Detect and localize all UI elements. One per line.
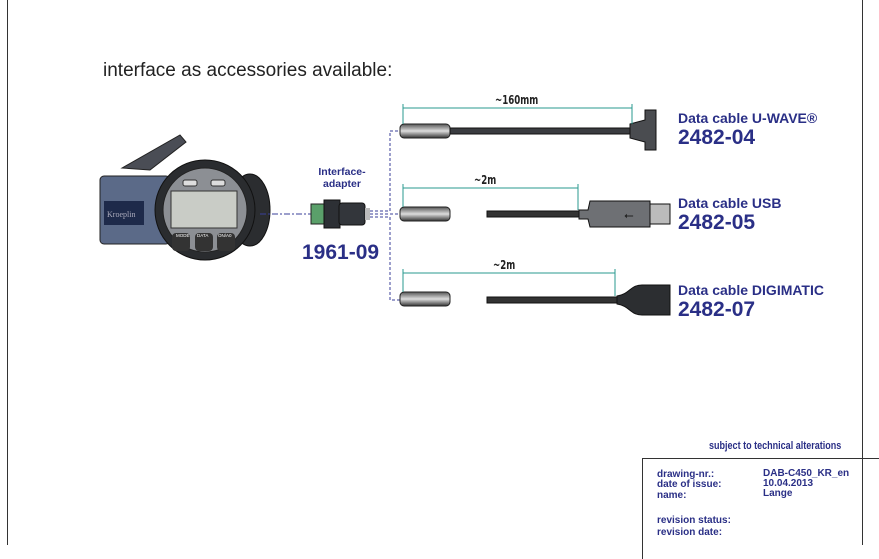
- u-wave-cable: [449, 127, 633, 135]
- drawing-number: DAB-C450_KR_en: [763, 468, 850, 479]
- digimatic-plug: [616, 284, 671, 316]
- frame-right-border: [862, 0, 863, 545]
- device-brand-logo: Kroeplin: [107, 210, 135, 219]
- cable-name-usb: Data cable USB: [678, 195, 782, 211]
- page-heading: interface as accessories available:: [103, 60, 393, 81]
- accessory-diagram: Kroeplin ⭠: [99, 104, 671, 316]
- branch-lines: [370, 130, 400, 301]
- cable-name-u-wave: Data cable U-WAVE®: [678, 110, 818, 126]
- device-mode-button: [172, 233, 190, 251]
- author-name: Lange: [763, 488, 793, 499]
- device-data-button: [195, 233, 213, 251]
- adapter-label: Interface- adapter: [318, 166, 366, 190]
- digimatic-cable: [486, 296, 618, 304]
- connector-usb: [399, 206, 451, 222]
- technical-alterations-note: subject to technical alterations: [709, 440, 842, 452]
- u-wave-plug: [629, 109, 657, 151]
- device-on-button: [217, 233, 235, 251]
- cable-length-usb: ~2m: [474, 173, 497, 187]
- usb-plug: [578, 200, 651, 228]
- cable-part-usb: 2482-05: [678, 211, 756, 234]
- cable-connectors: [399, 123, 451, 307]
- title-block: drawing-nr.: date of issue: name: DAB-C4…: [642, 458, 879, 559]
- adapter-part-number: 1961-09: [302, 241, 380, 264]
- connector-u-wave: [399, 123, 451, 139]
- issue-date: 10.04.2013: [763, 478, 814, 489]
- cable-length-u-wave: ~160mm: [495, 93, 539, 107]
- dimension-lines: [402, 104, 633, 296]
- interface-adapter-image: [310, 199, 370, 229]
- usb-cable: [486, 210, 580, 218]
- cable-name-digimatic: Data cable DIGIMATIC: [678, 282, 824, 298]
- cable-part-digimatic: 2482-07: [678, 298, 756, 321]
- connector-digimatic: [399, 291, 451, 307]
- cable-length-digimatic: ~2m: [493, 258, 516, 272]
- frame-left-border: [7, 0, 8, 545]
- cable-part-u-wave: 2482-04: [678, 126, 756, 149]
- measuring-device-image: Kroeplin: [99, 134, 271, 261]
- usb-icon: ⭠: [624, 208, 634, 222]
